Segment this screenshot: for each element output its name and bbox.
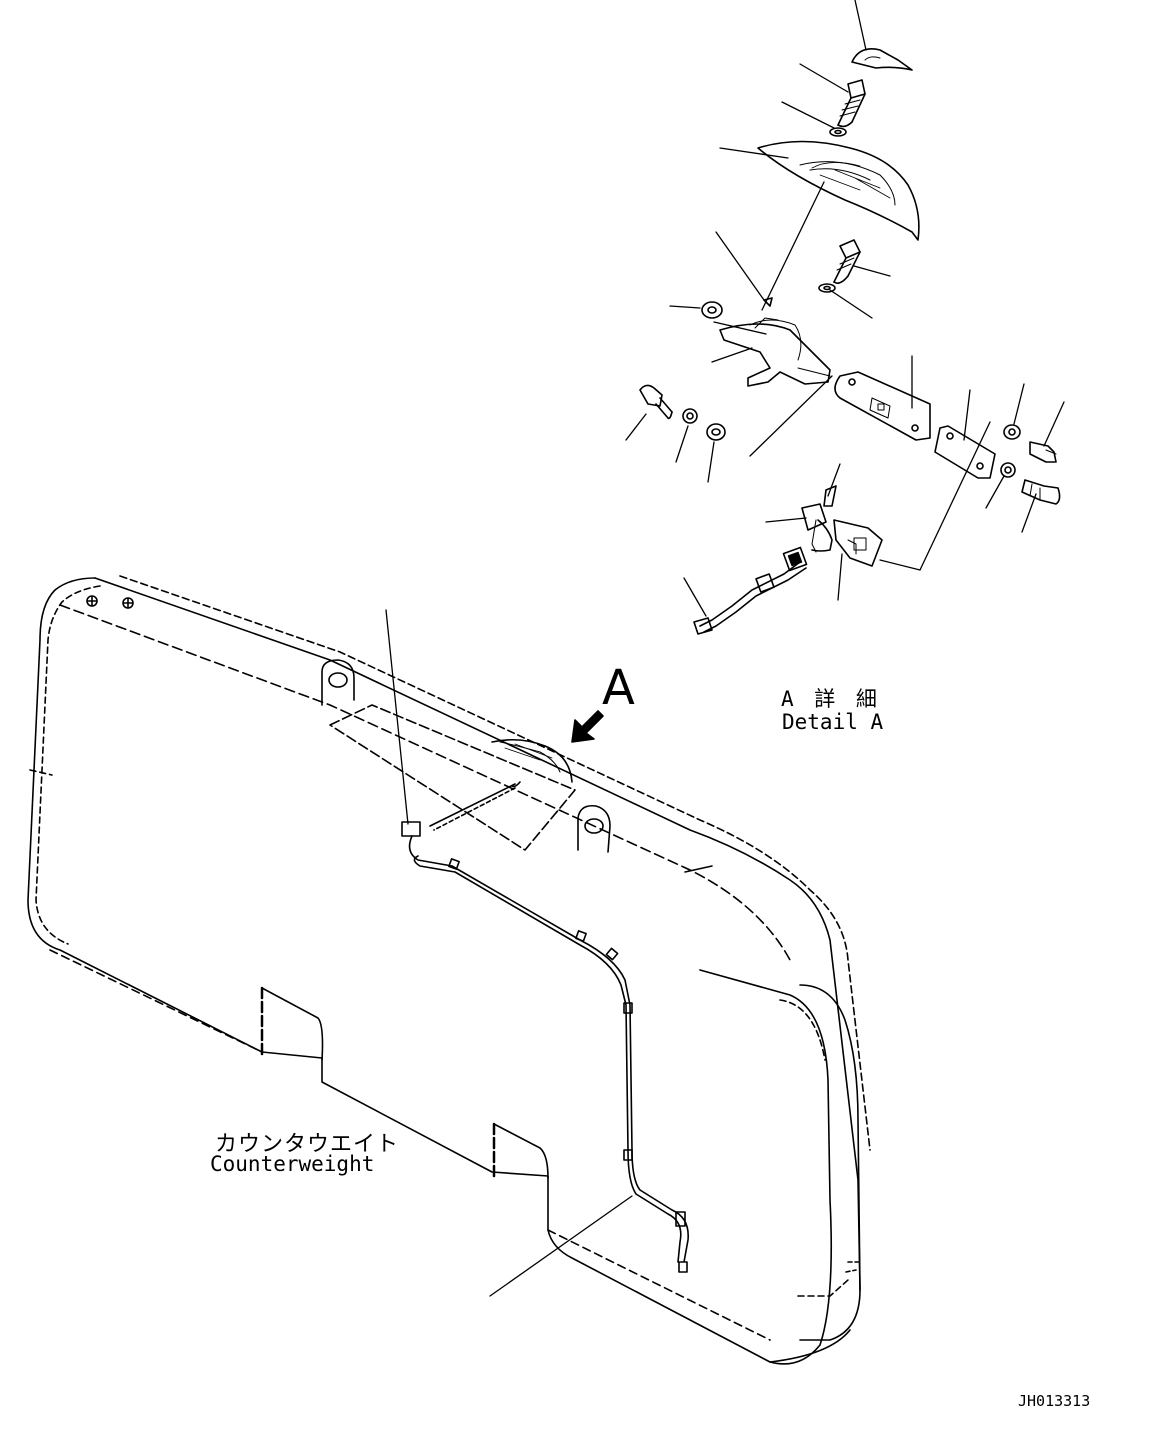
- detail-a-title-en: Detail A: [782, 710, 884, 734]
- drawing-number: JH013313: [1018, 1392, 1091, 1410]
- counterweight-label-jp: カウンタウエイト: [215, 1132, 400, 1157]
- detail-a-title-jp: A 詳 細: [781, 687, 881, 711]
- view-letter-a: A: [602, 660, 635, 716]
- wiring-harness: [402, 782, 688, 1272]
- view-arrow: [572, 711, 603, 742]
- leader-lines: [386, 0, 1064, 1296]
- counterweight-label-en: Counterweight: [210, 1152, 375, 1176]
- detail-a-assembly: [640, 49, 1060, 634]
- counterweight: [28, 576, 870, 1364]
